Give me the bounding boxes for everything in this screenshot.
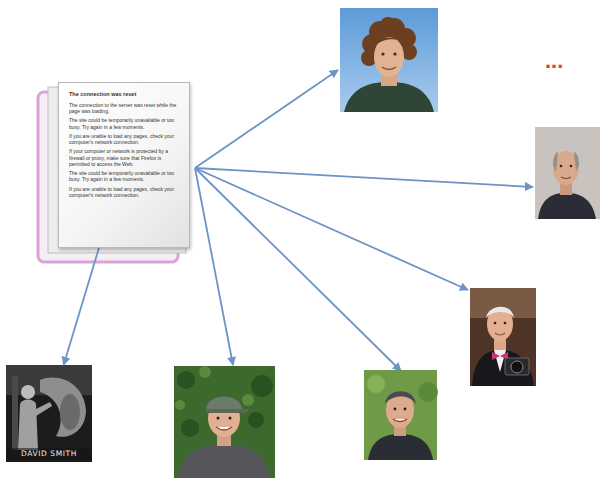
node-text: If you are unable to load any pages, che… [69, 133, 179, 146]
person-photo [340, 8, 438, 112]
sculpture-photo [6, 365, 92, 462]
arrow [195, 168, 401, 371]
person-photo [364, 370, 438, 460]
arrow [195, 168, 233, 365]
node-text: The site could be temporarily unavailabl… [69, 117, 179, 130]
node-text: If your computer or network is protected… [69, 148, 179, 167]
node-text: If you are unable to load any pages, che… [69, 186, 179, 199]
node-text: The site could be temporarily unavailabl… [69, 170, 179, 183]
person-photo [174, 366, 275, 478]
arrow [195, 168, 533, 187]
node-heading: The connection was reset [69, 91, 179, 98]
node-heading: DAVID SMITH [6, 448, 92, 459]
node-text: The connection to the server was reset w… [69, 102, 179, 115]
person-photo [470, 288, 536, 386]
arrow [195, 168, 468, 290]
person-photo [535, 127, 600, 219]
connector-arrow [64, 248, 99, 365]
ellipsis-mark: ... [545, 50, 563, 72]
arrow [195, 70, 338, 168]
document-page: The connection was resetThe connection t… [58, 82, 190, 248]
photo-caption-box: DAVID SMITH [6, 365, 92, 462]
